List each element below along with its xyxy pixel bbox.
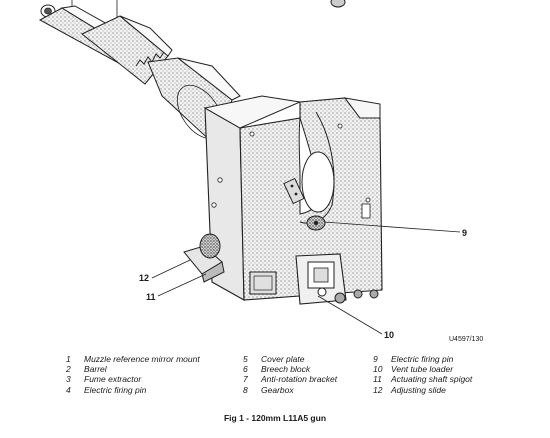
legend-text: Anti-rotation bracket	[261, 374, 338, 385]
legend-item: 8 Gearbox	[243, 385, 337, 395]
leader-11	[157, 273, 207, 297]
legend-item: 12 Adjusting slide	[373, 385, 472, 395]
legend-text: Muzzle reference mirror mount	[84, 354, 200, 364]
legend-text: Adjusting slide	[391, 384, 446, 395]
legend-item: 5 Cover plate	[243, 354, 337, 364]
breech-ring	[203, 95, 383, 301]
legend-number: 12	[373, 384, 383, 395]
legend-column-2: 5 Cover plate 6 Breech block 7 Anti-rotatio…	[243, 354, 337, 395]
drawing-reference: U4597/130	[449, 336, 484, 343]
vent-tube-loader	[295, 253, 379, 305]
legend-number: 10	[373, 364, 383, 375]
legend-item: 9 Electric firing pin	[373, 354, 472, 364]
legend-text: Actuating shaft spigot	[391, 374, 473, 385]
callout-9: 9	[462, 228, 468, 238]
legend-text: Gearbox	[261, 384, 294, 395]
legend-number: 2	[66, 364, 71, 375]
leader-9	[323, 221, 461, 233]
legend-number: 3	[66, 374, 71, 385]
fume-extractor	[81, 15, 173, 85]
legend-item: 7 Anti-rotation bracket	[243, 374, 337, 384]
adjusting-slide	[183, 233, 225, 283]
legend-number: 7	[243, 374, 248, 385]
legend-item: 10 Vent tube loader	[373, 364, 472, 374]
legend-number: 8	[243, 384, 248, 395]
legend-text: Cover plate	[261, 354, 305, 364]
legend-item: 1 Muzzle reference mirror mount	[66, 354, 200, 364]
legend-item: 4 Electric firing pin	[66, 385, 200, 395]
leader-10	[317, 295, 383, 335]
top-part	[330, 0, 346, 8]
figure-caption: Fig 1 - 120mm L11A5 gun	[223, 413, 327, 423]
leader-12	[151, 259, 191, 279]
legend-number: 5	[243, 354, 248, 364]
legend-item: 2 Barrel	[66, 364, 200, 374]
legend-text: Barrel	[84, 364, 107, 375]
legend-item: 6 Breech block	[243, 364, 337, 374]
legend-column-1: 1 Muzzle reference mirror mount 2 Barrel 3…	[66, 354, 200, 395]
callout-11: 11	[146, 292, 156, 302]
legend-number: 11	[373, 374, 382, 385]
legend-number: 9	[373, 354, 378, 364]
legend-number: 4	[66, 384, 71, 395]
legend-text: Electric firing pin	[391, 354, 454, 364]
legend-item: 3 Fume extractor	[66, 374, 200, 384]
legend-number: 6	[243, 364, 248, 375]
legend-text: Fume extractor	[84, 374, 142, 385]
legend-text: Breech block	[261, 364, 311, 375]
legend-number: 1	[66, 354, 71, 364]
legend-item: 11 Actuating shaft spigot	[373, 374, 472, 384]
legend-text: Electric firing pin	[84, 384, 147, 395]
callout-10: 10	[384, 330, 395, 340]
callout-12: 12	[139, 273, 150, 283]
legend-text: Vent tube loader	[391, 364, 454, 375]
